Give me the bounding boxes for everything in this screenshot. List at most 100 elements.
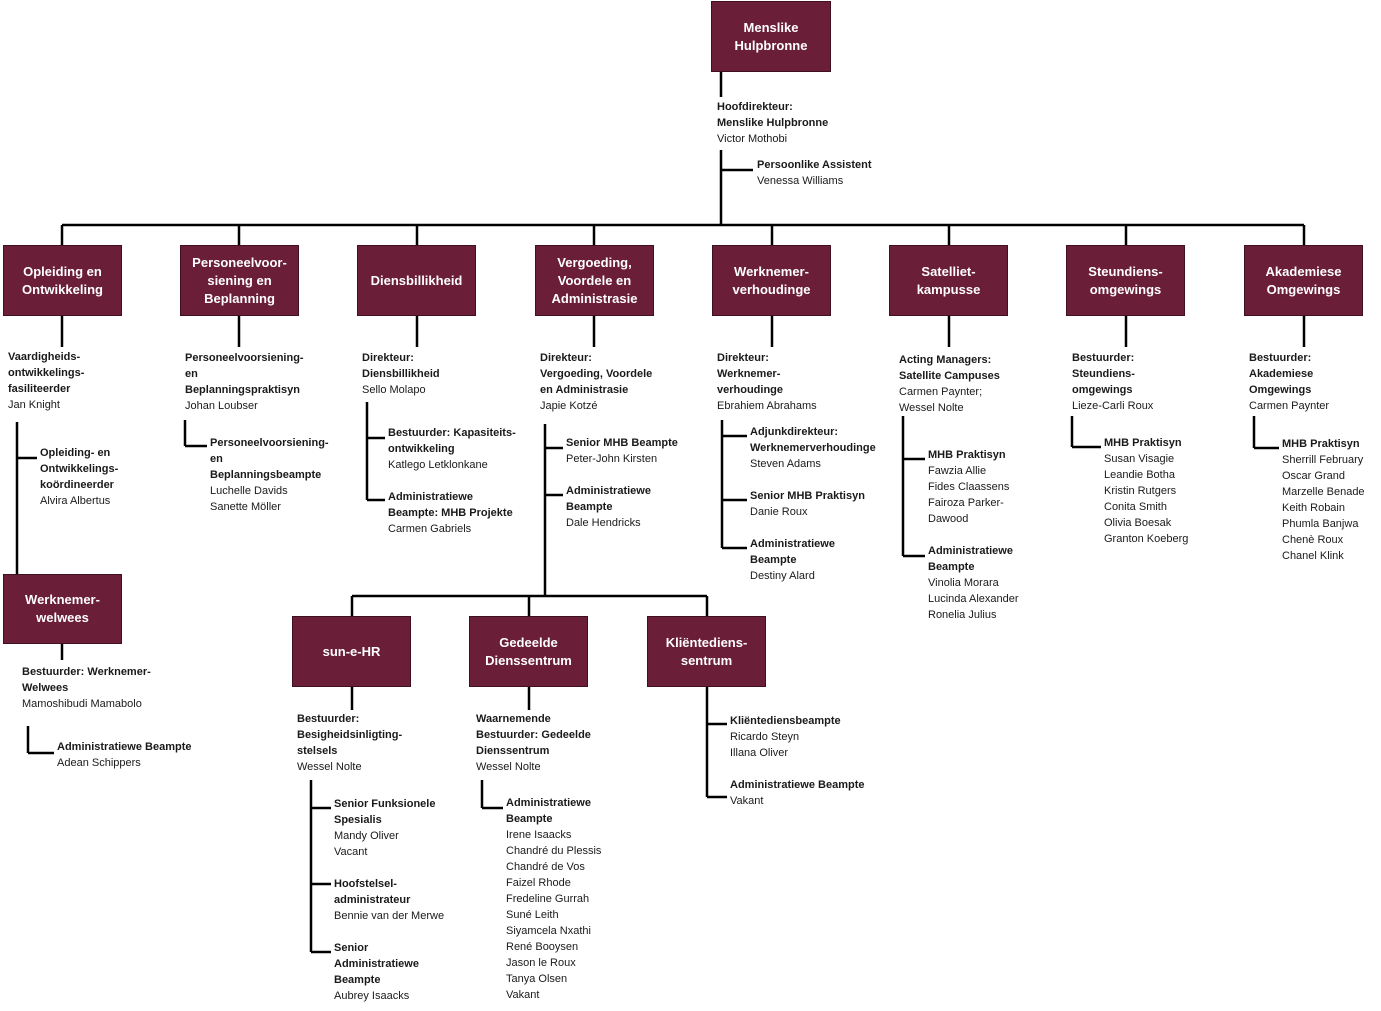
position-block: MHB Praktisyn Fawzia Allie Fides Claasse…: [928, 447, 1009, 527]
position-names: Japie Kotzé: [540, 400, 598, 412]
position-block: Bestuurder: Akademiese Omgewings Carmen …: [1249, 350, 1329, 414]
position-block: Administratiewe Beampte Adean Schippers: [57, 739, 191, 771]
position-names: Ebrahiem Abrahams: [717, 400, 817, 412]
dept-label: Opleiding en Ontwikkeling: [22, 263, 103, 297]
position-title: Bestuurder: Akademiese Omgewings: [1249, 352, 1314, 396]
position-block: Opleiding- en Ontwikkelings- koördineerd…: [40, 445, 118, 509]
position-block: Bestuurder: Kapasiteits- ontwikkeling Ka…: [388, 425, 516, 473]
unit-box-klientediens-sentrum[interactable]: Kliëntediens- sentrum: [647, 616, 766, 687]
dept-label: Steundiens- omgewings: [1088, 263, 1163, 297]
position-names: Fawzia Allie Fides Claassens Fairoza Par…: [928, 465, 1010, 525]
position-names: Destiny Alard: [750, 570, 815, 582]
unit-label: sun-e-HR: [322, 643, 381, 659]
head-block: Hoofdirekteur: Menslike Hulpbronne Victo…: [717, 99, 828, 147]
position-names: Sherrill February Oscar Grand Marzelle B…: [1282, 454, 1365, 562]
position-title: Acting Managers: Satellite Campuses: [899, 354, 1000, 382]
position-block: Acting Managers: Satellite Campuses Carm…: [899, 352, 1000, 416]
position-names: Mamoshibudi Mamabolo: [22, 698, 142, 710]
position-block: Personeelvoorsiening- en Beplanningsbeam…: [210, 435, 329, 515]
unit-box-sun-e-hr[interactable]: sun-e-HR: [292, 616, 411, 687]
position-title: MHB Praktisyn: [1104, 437, 1182, 449]
position-names: Wessel Nolte: [476, 761, 541, 773]
root-label: Menslike Hulpbronne: [734, 19, 808, 53]
position-title: Bestuurder: Steundiens- omgewings: [1072, 352, 1135, 396]
position-names: Bennie van der Merwe: [334, 910, 445, 922]
position-block: MHB Praktisyn Sherrill February Oscar Gr…: [1282, 436, 1365, 564]
assistant-name: Venessa Williams: [757, 175, 844, 187]
position-title: Bestuurder: Werknemer- Welwees: [22, 666, 151, 694]
position-names: Katlego Letklonkane: [388, 459, 488, 471]
position-names: Alvira Albertus: [40, 495, 111, 507]
position-block: Administratiewe Beampte Vakant: [730, 777, 864, 809]
position-title: Direkteur: Diensbillikheid: [362, 352, 440, 380]
head-title: Hoofdirekteur: Menslike Hulpbronne: [717, 101, 829, 129]
unit-box-gedeelde-dienssentrum[interactable]: Gedeelde Dienssentrum: [469, 616, 588, 687]
dept-box-steundiens[interactable]: Steundiens- omgewings: [1066, 245, 1185, 316]
position-title: Personeelvoorsiening- en Beplanningsbeam…: [210, 437, 329, 481]
assistant-title: Persoonlike Assistent: [757, 159, 872, 171]
position-block: Bestuurder: Werknemer- Welwees Mamoshibu…: [22, 664, 151, 712]
position-names: Jan Knight: [8, 399, 60, 411]
position-block: Bestuurder: Steundiens- omgewings Lieze-…: [1072, 350, 1153, 414]
dept-label: Satelliet- kampusse: [916, 263, 981, 297]
unit-label: Kliëntediens- sentrum: [665, 634, 748, 668]
position-names: Luchelle Davids Sanette Möller: [210, 485, 288, 513]
position-title: Opleiding- en Ontwikkelings- koördineerd…: [40, 447, 119, 491]
position-title: Senior MHB Praktisyn: [750, 490, 865, 502]
position-names: Wessel Nolte: [297, 761, 362, 773]
position-names: Vinolia Morara Lucinda Alexander Ronelia…: [928, 577, 1019, 621]
position-title: MHB Praktisyn: [1282, 438, 1360, 450]
position-block: Hoofstelsel- administrateur Bennie van d…: [334, 876, 444, 924]
position-title: Hoofstelsel- administrateur: [334, 878, 411, 906]
position-block: Administratiewe Beampte Dale Hendricks: [566, 483, 651, 531]
position-names: Carmen Paynter: [1249, 400, 1330, 412]
position-block: Direkteur: Vergoeding, Voordele en Admin…: [540, 350, 652, 414]
dept-box-vergoeding[interactable]: Vergoeding, Voordele en Administrasie: [535, 245, 654, 316]
position-block: Direkteur: Werknemer- verhoudinge Ebrahi…: [717, 350, 817, 414]
position-block: Administratiewe Beampte: MHB Projekte Ca…: [388, 489, 513, 537]
position-title: Administratiewe Beampte: [730, 779, 865, 791]
unit-box-werknemer-welwees[interactable]: Werknemer- welwees: [3, 574, 122, 644]
dept-box-werknemerverhoudinge[interactable]: Werknemer- verhoudinge: [712, 245, 831, 316]
dept-box-satelliet[interactable]: Satelliet- kampusse: [889, 245, 1008, 316]
position-names: Adean Schippers: [57, 757, 141, 769]
position-names: Mandy Oliver Vacant: [334, 830, 399, 858]
position-block: Personeelvoorsiening- en Beplanningsprak…: [185, 350, 304, 414]
dept-label: Akademiese Omgewings: [1265, 263, 1342, 297]
position-title: Administratiewe Beampte: MHB Projekte: [388, 491, 513, 519]
dept-box-akademiese[interactable]: Akademiese Omgewings: [1244, 245, 1363, 316]
position-title: Senior Administratiewe Beampte: [334, 942, 419, 986]
position-block: Administratiewe Beampte Irene Isaacks Ch…: [506, 795, 601, 1003]
position-block: Administratiewe Beampte Destiny Alard: [750, 536, 835, 584]
position-block: Senior Administratiewe Beampte Aubrey Is…: [334, 940, 419, 1004]
dept-box-personeel[interactable]: Personeelvoor- siening en Beplanning: [180, 245, 299, 316]
position-block: Senior MHB Praktisyn Danie Roux: [750, 488, 865, 520]
position-block: Waarnemende Bestuurder: Gedeelde Diensse…: [476, 711, 591, 775]
root-box-menslike-hulpbronne[interactable]: Menslike Hulpbronne: [711, 1, 831, 72]
position-title: Senior Funksionele Spesialis: [334, 798, 436, 826]
dept-label: Personeelvoor- siening en Beplanning: [192, 254, 287, 306]
position-names: Carmen Paynter; Wessel Nolte: [899, 386, 983, 414]
dept-label: Diensbillikheid: [370, 272, 463, 288]
assistant-block: Persoonlike Assistent Venessa Williams: [757, 157, 872, 189]
position-names: Vakant: [730, 795, 764, 807]
position-title: Bestuurder: Kapasiteits- ontwikkeling: [388, 427, 516, 455]
unit-label: Werknemer- welwees: [25, 592, 100, 625]
position-title: Adjunkdirekteur: Werknemerverhoudinge: [750, 426, 876, 454]
position-title: Administratiewe Beampte: [750, 538, 835, 566]
position-title: Waarnemende Bestuurder: Gedeelde Diensse…: [476, 713, 591, 757]
dept-box-diensbillikheid[interactable]: Diensbillikheid: [357, 245, 476, 316]
position-names: Lieze-Carli Roux: [1072, 400, 1154, 412]
dept-box-opleiding[interactable]: Opleiding en Ontwikkeling: [3, 245, 122, 316]
position-names: Johan Loubser: [185, 400, 258, 412]
position-names: Irene Isaacks Chandré du Plessis Chandré…: [506, 829, 602, 1001]
position-block: Direkteur: Diensbillikheid Sello Molapo: [362, 350, 440, 398]
position-title: Kliëntediensbeampte: [730, 715, 841, 727]
position-title: Direkteur: Vergoeding, Voordele en Admin…: [540, 352, 653, 396]
position-names: Susan Visagie Leandie Botha Kristin Rutg…: [1104, 453, 1189, 545]
position-block: Senior Funksionele Spesialis Mandy Olive…: [334, 796, 435, 860]
position-block: Vaardigheids- ontwikkelings- fasiliteerd…: [8, 349, 84, 413]
position-block: Senior MHB Beampte Peter-John Kirsten: [566, 435, 678, 467]
position-names: Dale Hendricks: [566, 517, 641, 529]
